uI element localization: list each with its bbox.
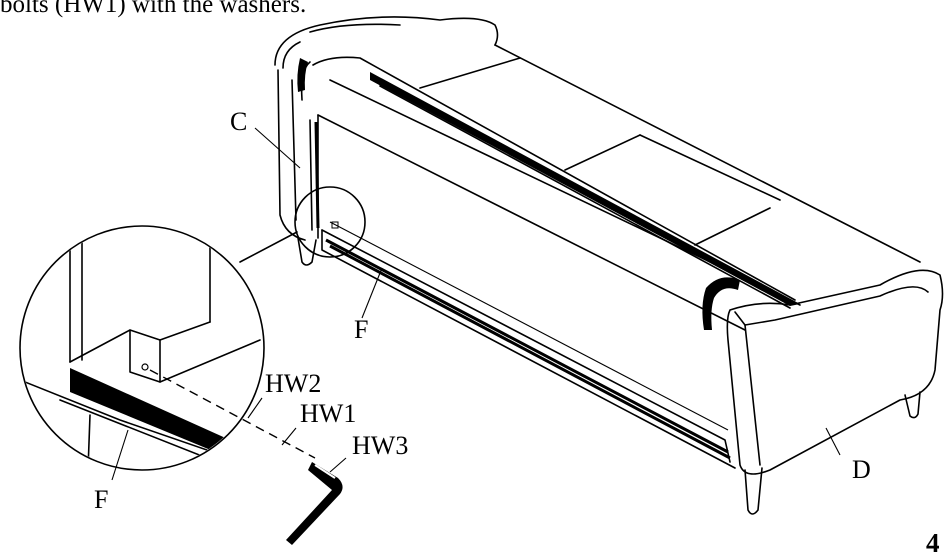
leader-F-detail: [111, 429, 129, 481]
left-leg: [297, 237, 317, 266]
seat-cushions: [419, 44, 921, 263]
left-arm-C: [274, 16, 499, 241]
leader-HW3: [329, 457, 347, 473]
sofa-frame: [312, 56, 801, 469]
allen-key-HW3: [286, 462, 343, 545]
detail-callout-circle: [294, 186, 366, 258]
label-HW3: HW3: [352, 431, 408, 460]
instruction-text: bolts (HW1) with the washers.: [0, 0, 307, 18]
leader-HW1: [281, 427, 297, 446]
page-number: 4: [926, 528, 940, 558]
label-D: D: [852, 455, 871, 484]
label-F-main: F: [354, 315, 368, 344]
right-arm-D: [702, 269, 944, 475]
right-legs: [744, 391, 921, 515]
label-HW1: HW1: [300, 399, 356, 428]
leader-F-main: [361, 267, 383, 319]
leader-C: [254, 127, 301, 169]
label-C: C: [230, 107, 247, 136]
leader-HW2: [247, 397, 263, 419]
leader-D: [825, 427, 841, 456]
detail-magnifier: [19, 225, 316, 471]
label-F-detail: F: [94, 485, 108, 514]
label-HW2: HW2: [265, 369, 321, 398]
